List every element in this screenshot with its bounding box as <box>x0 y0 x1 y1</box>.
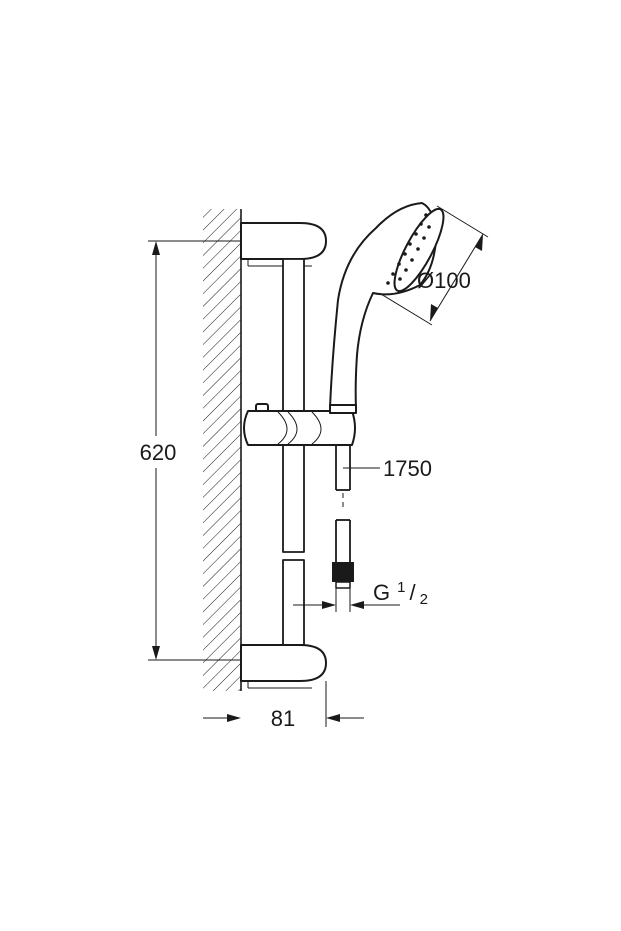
spray-diameter-label: Ø100 <box>417 268 471 293</box>
wall <box>203 209 242 691</box>
slide-rail <box>282 258 305 646</box>
spray-diameter-dimension: Ø100 <box>380 205 489 326</box>
thread-label: G 1 / 2 <box>373 579 428 608</box>
height-dimension: 620 <box>132 240 241 661</box>
height-label: 620 <box>140 440 177 465</box>
wall-offset-label: 81 <box>271 706 295 731</box>
bottom-wall-bracket <box>240 644 327 689</box>
shower-hose <box>332 445 354 589</box>
hand-shower <box>329 202 445 414</box>
thread-dimension: G 1 / 2 <box>293 579 428 612</box>
hose-length-dimension: 1750 <box>343 456 432 481</box>
hose-length-label: 1750 <box>383 456 432 481</box>
wall-offset-dimension: 81 <box>203 681 364 731</box>
slider-holder <box>243 403 356 446</box>
